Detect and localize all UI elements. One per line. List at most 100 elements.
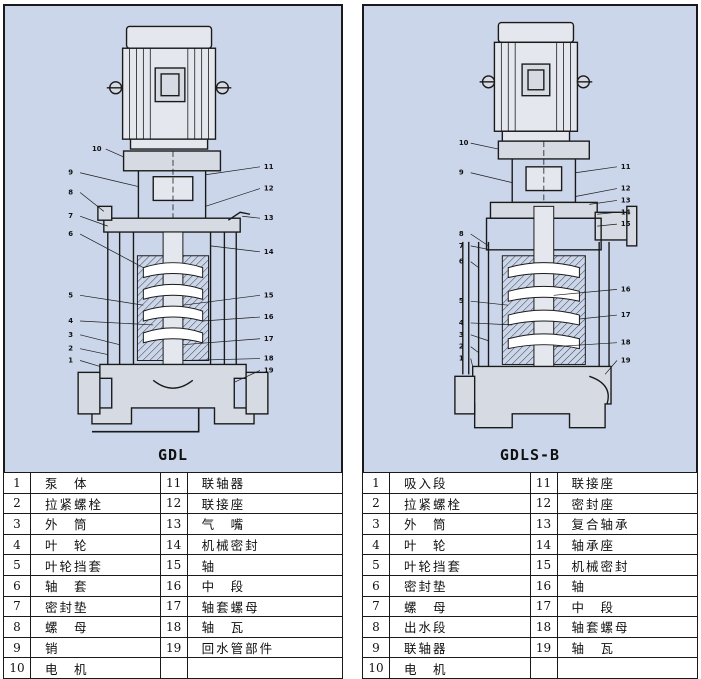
part-name-cell: 密封垫 (389, 574, 531, 597)
callout-number: 10 (92, 145, 102, 153)
callout-number: 16 (264, 313, 274, 321)
callout-number: 19 (264, 366, 274, 374)
callout-number: 14 (621, 208, 631, 216)
part-number-cell: 8 (362, 616, 390, 638)
part-number-cell: 4 (3, 533, 31, 556)
part-name-cell: 叶 轮 (30, 533, 161, 556)
part-name-cell: 轴套螺母 (186, 595, 344, 618)
callout-number: 9 (68, 169, 73, 177)
part-number-cell: 7 (3, 595, 31, 618)
callout-number: 13 (621, 196, 631, 204)
gdl-top-cover (97, 205, 251, 233)
part-name-cell: 拉紧螺栓 (30, 492, 161, 515)
part-name-cell: 叶轮挡套 (30, 554, 161, 576)
part-number-cell: 14 (159, 533, 188, 556)
gdls-b-motor (479, 21, 593, 142)
part-name-cell (556, 657, 698, 679)
part-name-cell: 回水管部件 (186, 636, 344, 659)
part-name-cell: 轴 (186, 554, 344, 576)
part-number-cell: 2 (362, 492, 390, 515)
callout-number: 4 (68, 317, 73, 325)
callout-number: 11 (264, 163, 274, 171)
part-number-cell: 14 (529, 533, 558, 556)
gdls-b-outer-barrel (462, 241, 610, 375)
part-name-cell: 螺 母 (389, 595, 531, 618)
part-number-cell: 8 (3, 616, 31, 638)
gdl-pump-body (77, 363, 269, 433)
callout-number: 1 (459, 355, 464, 363)
part-number-cell: 19 (529, 636, 558, 659)
part-name-cell: 联轴器 (186, 472, 344, 494)
part-number-cell: 3 (3, 513, 31, 535)
part-name-cell: 吸入段 (389, 472, 531, 494)
part-name-cell: 出水段 (389, 616, 531, 638)
part-name-cell: 销 (30, 636, 161, 659)
part-name-cell: 电 机 (389, 657, 531, 679)
part-name-cell: 螺 母 (30, 616, 161, 638)
part-number-cell: 11 (529, 472, 558, 494)
part-name-cell: 轴 瓦 (186, 616, 344, 638)
gdls-b-outlet-section (485, 201, 638, 251)
part-name-cell: 外 筒 (30, 513, 161, 535)
callout-number: 11 (621, 163, 631, 171)
part-number-cell: 9 (3, 636, 31, 659)
part-number-cell: 5 (3, 554, 31, 576)
callout-number: 12 (621, 185, 631, 193)
callout-number: 9 (459, 169, 464, 177)
gdls-b-suction-body (454, 365, 612, 429)
part-number-cell: 18 (529, 616, 558, 638)
part-name-cell: 泵 体 (30, 472, 161, 494)
gdl-model-label: GDL (157, 446, 189, 464)
part-name-cell: 联接座 (186, 492, 344, 515)
part-number-cell: 17 (529, 595, 558, 618)
callout-number: 8 (68, 188, 73, 196)
gdls-b-model-label: GDLS-B (499, 446, 561, 464)
part-number-cell: 12 (529, 492, 558, 515)
part-number-cell: 9 (362, 636, 390, 659)
part-name-cell: 联接座 (556, 472, 698, 494)
callout-number: 2 (459, 343, 464, 351)
callout-number: 6 (459, 258, 464, 266)
part-name-cell: 密封垫 (30, 595, 161, 618)
part-name-cell: 电 机 (30, 657, 161, 679)
part-name-cell: 轴套螺母 (556, 616, 698, 638)
callout-number: 3 (68, 331, 73, 339)
part-number-cell: 6 (362, 574, 390, 597)
part-number-cell: 1 (362, 472, 390, 494)
part-name-cell: 轴 (556, 574, 698, 597)
part-name-cell: 轴 套 (30, 574, 161, 597)
part-name-cell: 外 筒 (389, 513, 531, 535)
part-number-cell: 17 (159, 595, 188, 618)
callout-number: 6 (68, 230, 73, 238)
part-name-cell: 叶 轮 (389, 533, 531, 556)
callout-number: 19 (621, 356, 631, 364)
part-number-cell: 15 (159, 554, 188, 576)
callout-number: 12 (264, 185, 274, 193)
part-name-cell: 复合轴承 (556, 513, 698, 535)
callout-number: 1 (68, 356, 73, 364)
gdl-callout-leaders (79, 148, 261, 383)
callout-number: 17 (621, 311, 631, 319)
part-name-cell: 密封座 (556, 492, 698, 515)
callout-number: 15 (621, 220, 631, 228)
part-number-cell: 1 (3, 472, 31, 494)
part-name-cell: 轴承座 (556, 533, 698, 556)
part-number-cell: 4 (362, 533, 390, 556)
callout-number: 5 (68, 291, 73, 299)
